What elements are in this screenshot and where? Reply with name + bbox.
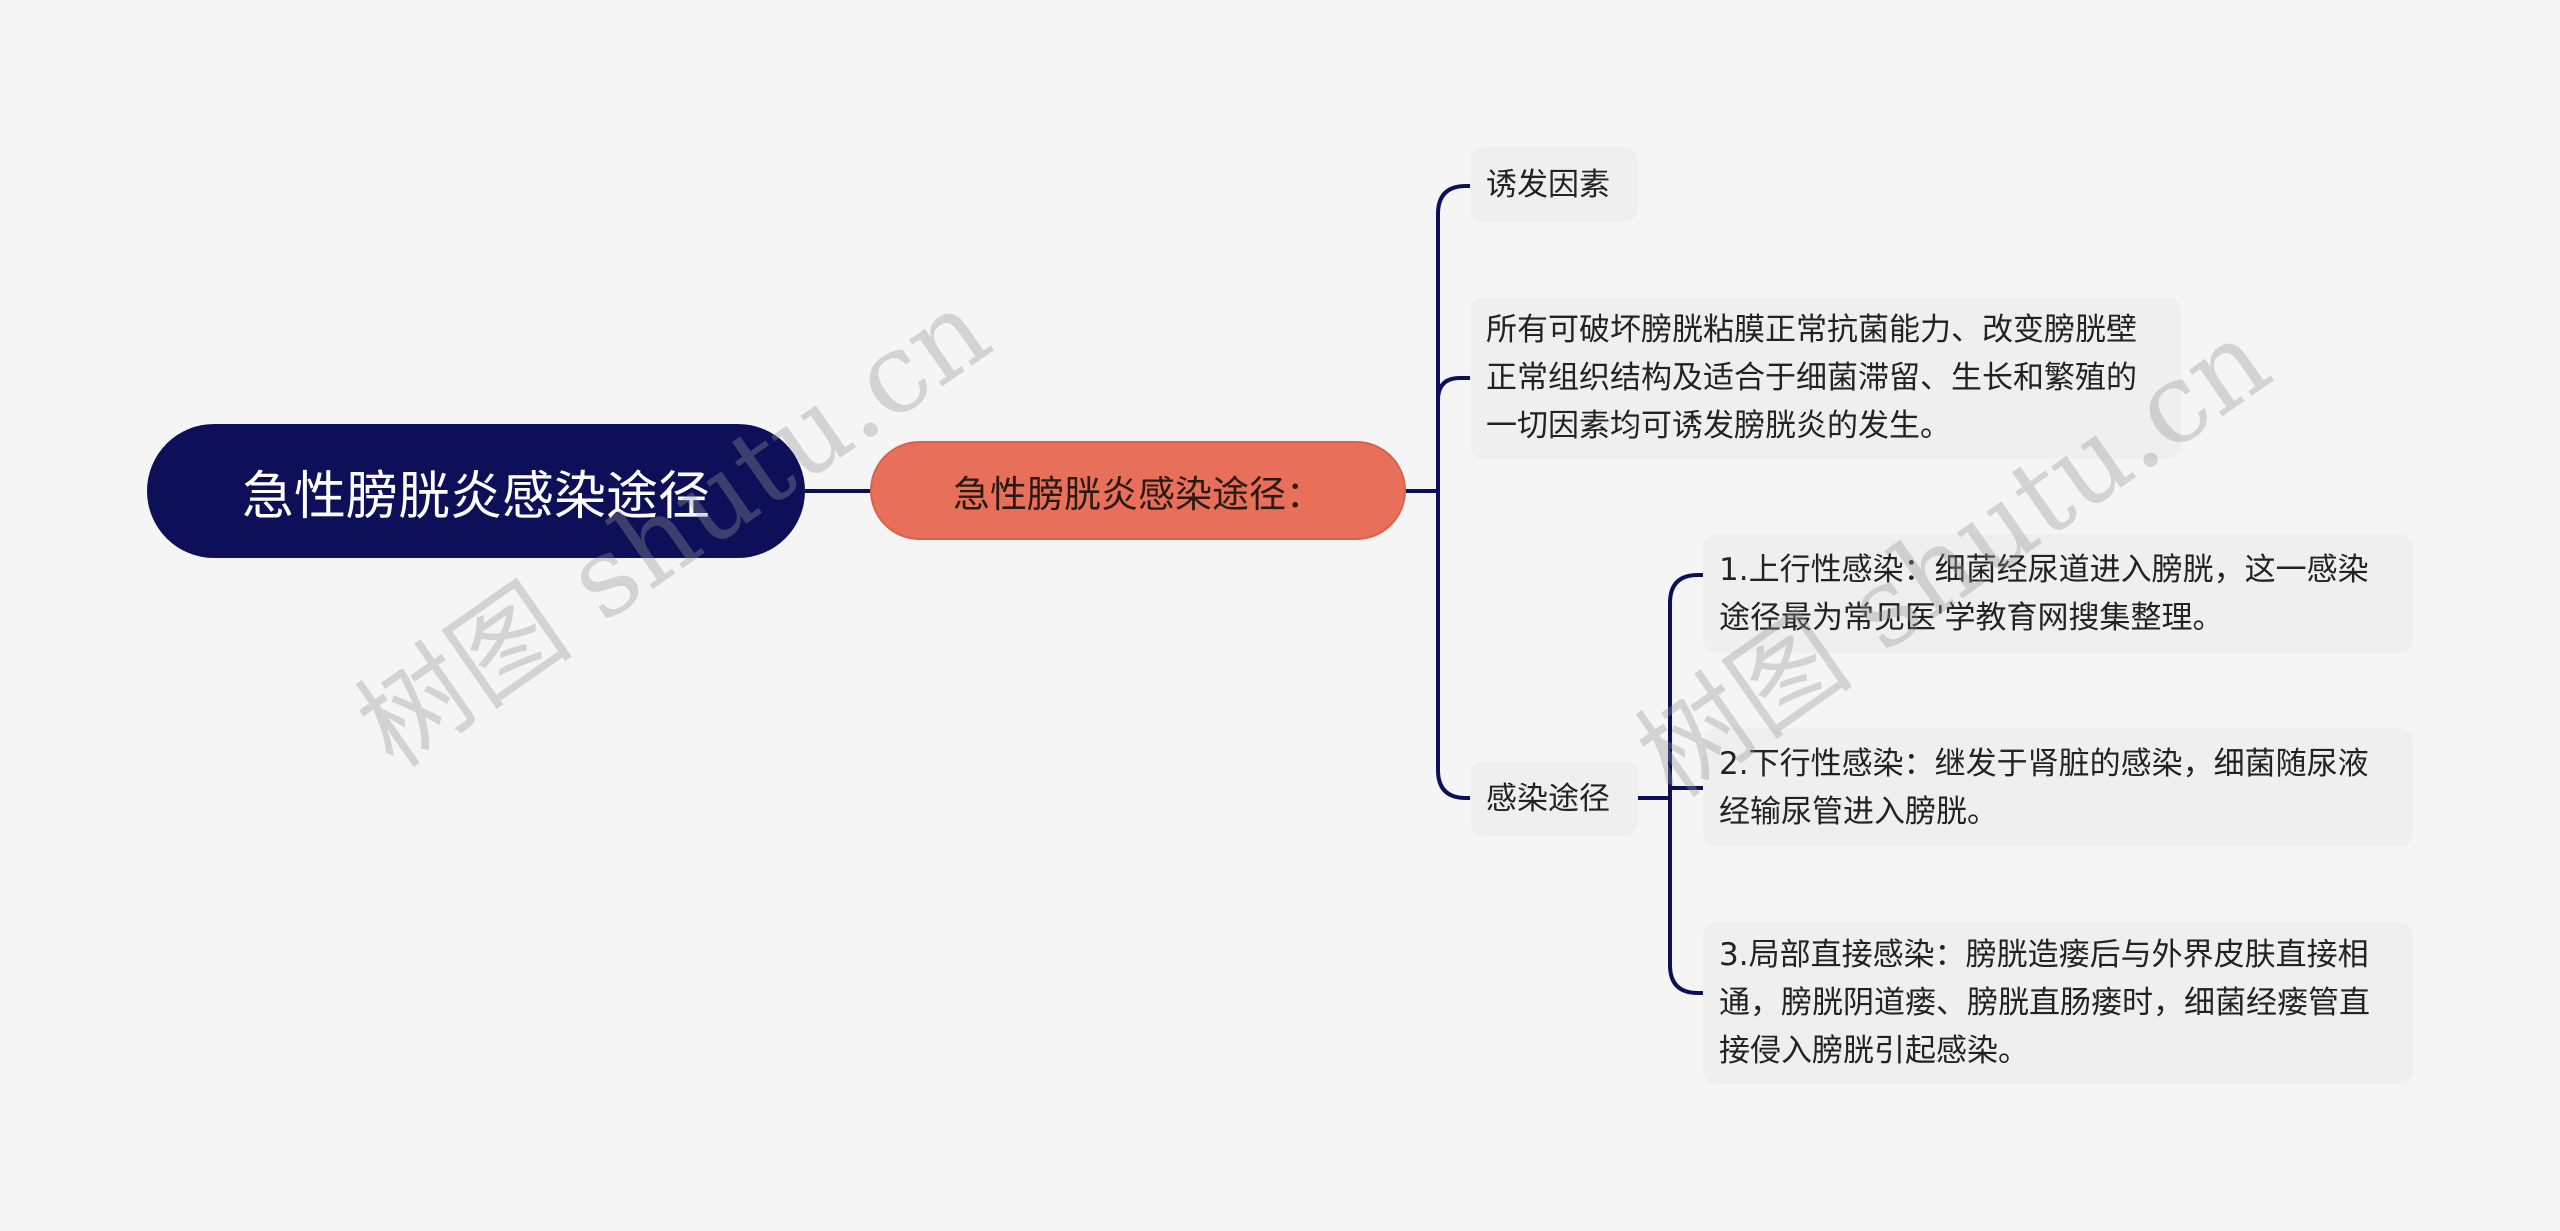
sub-line-3 (1668, 798, 1703, 995)
root-label: 急性膀胱炎感染途径 (241, 466, 710, 527)
center-label: 急性膀胱炎感染途径： (953, 472, 1323, 516)
sub-node-ascending[interactable]: 1.上行性感染：细菌经尿道进入膀胱，这一感染途径最为常见医'学教育网搜集整理。 (1703, 534, 2413, 653)
branch-label: 感染途径 (1486, 780, 1610, 817)
root-node[interactable]: 急性膀胱炎感染途径 (147, 424, 805, 558)
branch-line-3 (1436, 491, 1470, 800)
branch-line-1 (1436, 184, 1470, 491)
center-node[interactable]: 急性膀胱炎感染途径： (870, 441, 1406, 540)
sub-node-direct[interactable]: 3.局部直接感染：膀胱造瘘后与外界皮肤直接相通，膀胱阴道瘘、膀胱直肠瘘时，细菌经… (1703, 922, 2413, 1084)
branch-node-trigger-factors[interactable]: 诱发因素 (1470, 147, 1638, 222)
branch-label: 所有可破坏膀胱粘膜正常抗菌能力、改变膀胱壁正常组织结构及适合于细菌滞留、生长和繁… (1486, 312, 2137, 444)
branch-node-description[interactable]: 所有可破坏膀胱粘膜正常抗菌能力、改变膀胱壁正常组织结构及适合于细菌滞留、生长和繁… (1470, 297, 2181, 459)
sub-label: 1.上行性感染：细菌经尿道进入膀胱，这一感染途径最为常见医'学教育网搜集整理。 (1719, 551, 2369, 636)
sub-label: 2.下行性感染：继发于肾脏的感染，细菌随尿液经输尿管进入膀胱。 (1719, 745, 2369, 830)
branch-line-2 (1436, 376, 1470, 491)
sub-label: 3.局部直接感染：膀胱造瘘后与外界皮肤直接相通，膀胱阴道瘘、膀胱直肠瘘时，细菌经… (1719, 937, 2370, 1069)
branch-node-infection-routes[interactable]: 感染途径 (1470, 761, 1638, 836)
sub-line-1 (1668, 573, 1703, 798)
sub-node-descending[interactable]: 2.下行性感染：继发于肾脏的感染，细菌随尿液经输尿管进入膀胱。 (1703, 728, 2413, 847)
branch-label: 诱发因素 (1486, 166, 1610, 203)
sub-line-2 (1668, 786, 1703, 798)
